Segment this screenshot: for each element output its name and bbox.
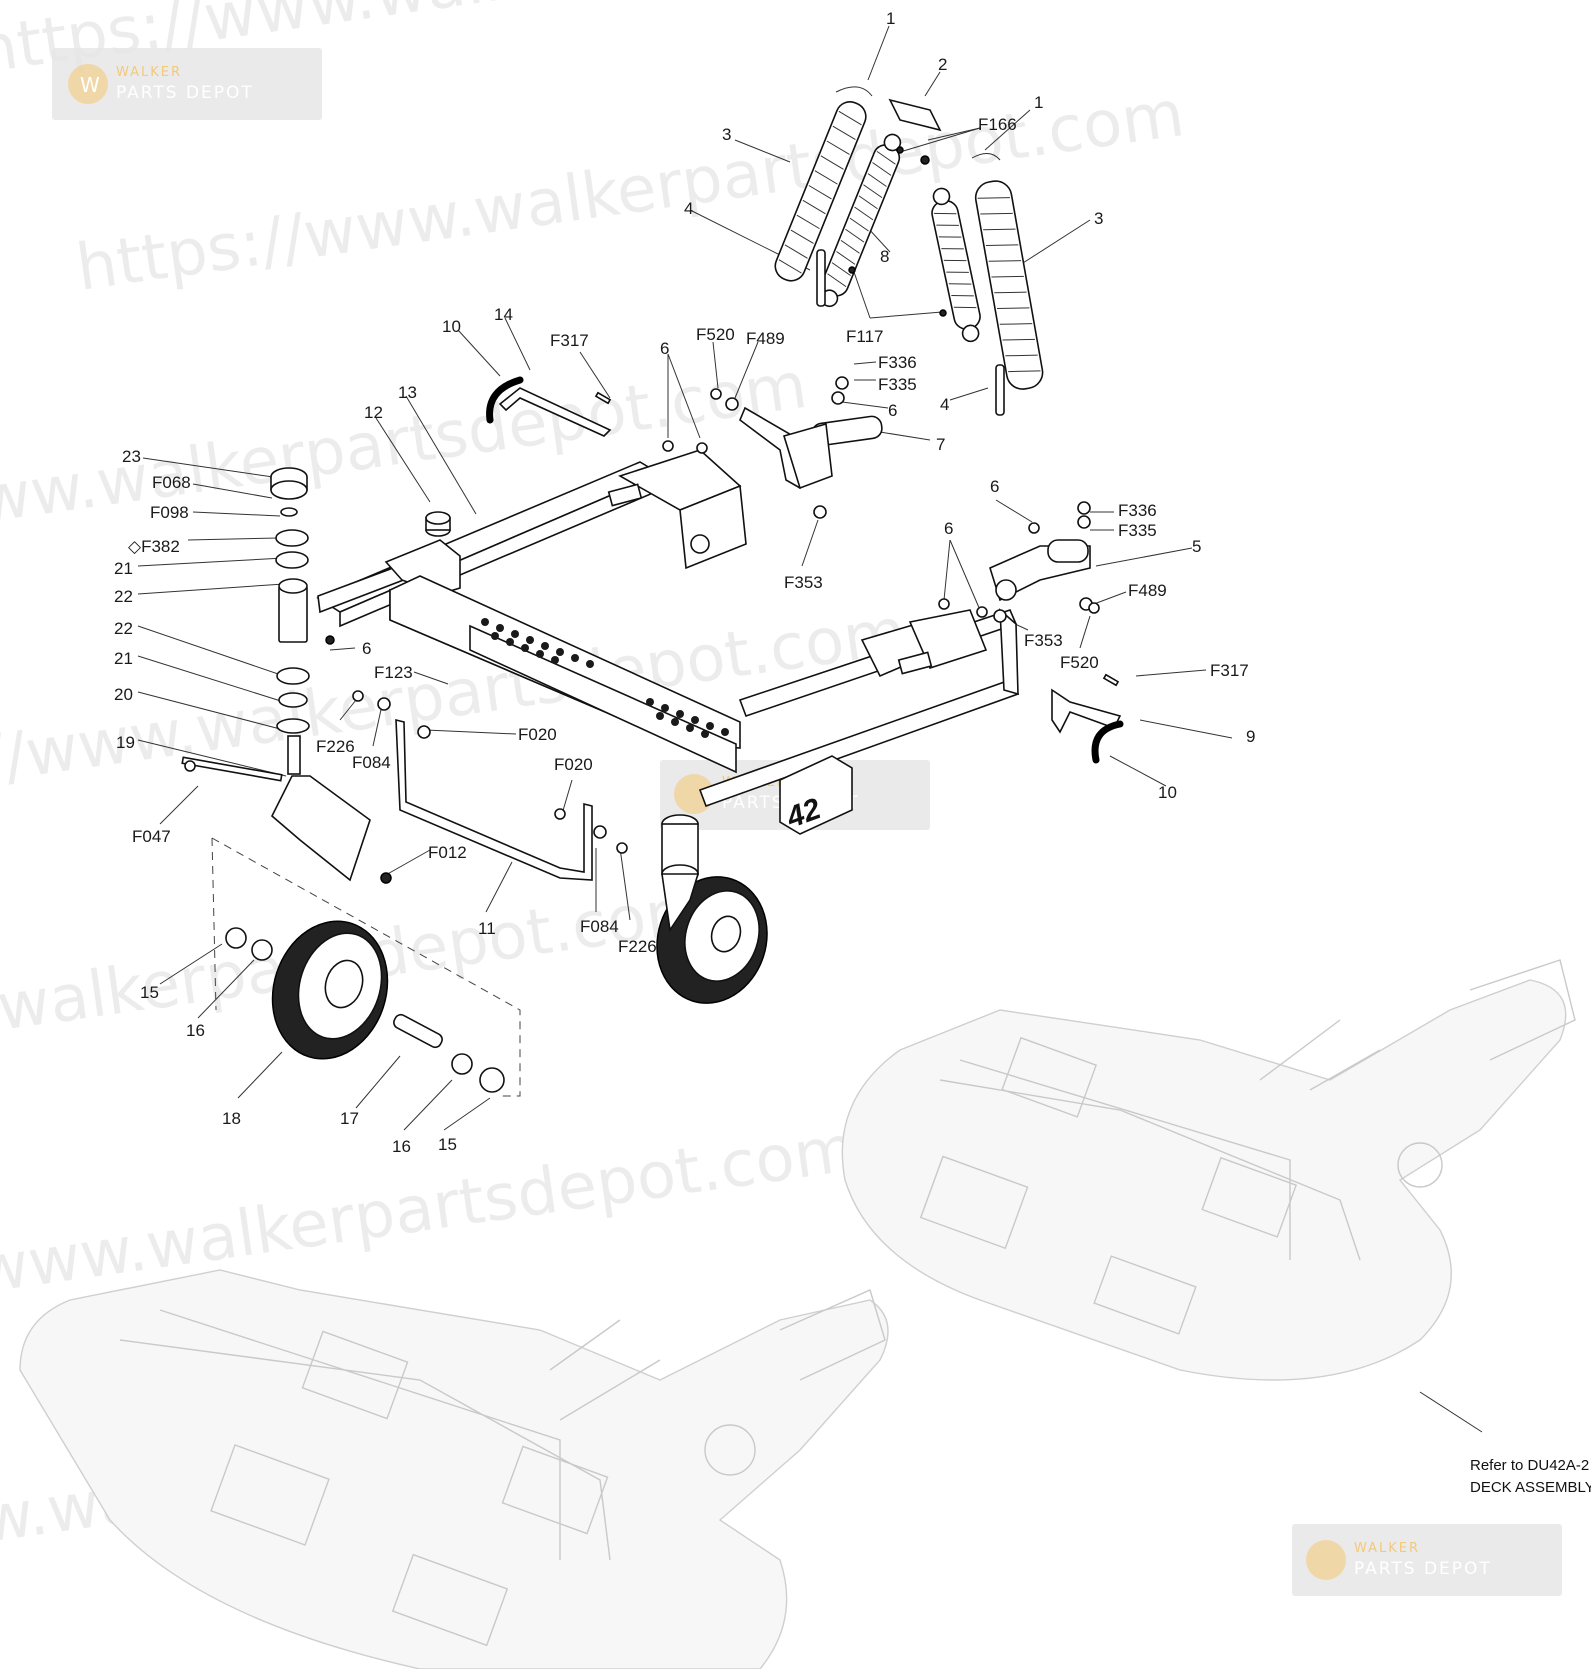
eyebolt-4b <box>995 364 1005 416</box>
pivot-bracket-7 <box>739 376 883 490</box>
callout-label: F084 <box>580 917 619 936</box>
callout-label: 11 <box>478 919 496 938</box>
logo-line2: PARTS DEPOT <box>116 83 254 103</box>
logo-line2: PARTS DEPOT <box>1354 1559 1492 1579</box>
callout-label: F117 <box>846 327 884 346</box>
callout-label: 18 <box>222 1109 241 1128</box>
callout-label: 10 <box>442 317 461 336</box>
callout-label: 6 <box>660 339 669 358</box>
callout-label: F317 <box>550 331 589 350</box>
callout-label: 5 <box>1192 537 1201 556</box>
callout-label: 6 <box>990 477 999 496</box>
callout-label: F353 <box>784 573 823 592</box>
callout-label: 23 <box>122 447 141 466</box>
callout-label: 6 <box>362 639 371 658</box>
eyebolt-4 <box>816 249 826 307</box>
callout-label: 22 <box>114 587 133 606</box>
skid-bar-11 <box>395 718 593 881</box>
callout-label: F489 <box>1128 581 1167 600</box>
callout-label: 2 <box>938 55 947 74</box>
callout-label: ◇F382 <box>128 537 180 556</box>
callout-label: F353 <box>1024 631 1063 650</box>
walker-logo: W WALKER PARTS DEPOT <box>52 48 322 120</box>
spring-3-right <box>974 180 1044 390</box>
callout-label: 22 <box>114 619 133 638</box>
lift-handle-9 <box>1051 673 1124 764</box>
right-caster-assembly <box>656 814 768 1004</box>
callout-label: F489 <box>746 329 785 348</box>
logo-line1: WALKER <box>1354 1541 1420 1556</box>
callout-label: F012 <box>428 843 467 862</box>
reference-note-line2: DECK ASSEMBLY <box>1470 1479 1591 1496</box>
callout-label: F166 <box>978 115 1017 134</box>
callout-label: F336 <box>1118 501 1157 520</box>
callout-label: 4 <box>940 395 949 414</box>
callout-label: 19 <box>116 733 135 752</box>
ghost-deck-left <box>19 1269 889 1669</box>
callout-label: 21 <box>114 559 133 578</box>
callout-label: F317 <box>1210 661 1249 680</box>
reference-note-line1: Refer to DU42A-2 <box>1470 1457 1589 1474</box>
pivot-bracket-5 <box>989 501 1091 602</box>
callout-label: 10 <box>1158 783 1177 802</box>
callout-label: F020 <box>518 725 557 744</box>
front-plate-holes <box>481 618 729 738</box>
callout-label: 14 <box>494 305 513 324</box>
callout-label: F520 <box>696 325 735 344</box>
callout-label: 6 <box>888 401 897 420</box>
callout-label: 16 <box>392 1137 411 1156</box>
callout-label: F020 <box>554 755 593 774</box>
spring-8-right <box>931 187 981 343</box>
callout-label: 8 <box>880 247 889 266</box>
bracket-2 <box>888 98 942 132</box>
callout-label: 12 <box>364 403 383 422</box>
spring-assembly <box>774 86 1044 416</box>
ghost-deck-right <box>841 959 1576 1381</box>
callout-label: F047 <box>132 827 171 846</box>
callout-label: 16 <box>186 1021 205 1040</box>
callout-label: F520 <box>1060 653 1099 672</box>
left-caster-stack <box>181 467 392 884</box>
callout-labels: 1 2 1 F166 3 3 4 8 4 F117 F336 F335 6 7 … <box>114 9 1255 1156</box>
main-frame: 42 <box>316 449 1020 835</box>
callout-label: 3 <box>1094 209 1103 228</box>
alignment-dashes <box>211 837 521 1097</box>
callout-label: 13 <box>398 383 417 402</box>
callout-label: 15 <box>438 1135 457 1154</box>
logo-line1: WALKER <box>116 65 182 80</box>
callout-label: F084 <box>352 753 391 772</box>
callout-label: 9 <box>1246 727 1255 746</box>
hardware-bolts <box>352 388 1100 854</box>
walker-logo: WALKER PARTS DEPOT <box>1292 1524 1562 1596</box>
callout-label: F336 <box>878 353 917 372</box>
left-wheel-assembly <box>225 920 505 1093</box>
callout-label: 20 <box>114 685 133 704</box>
callout-label: F123 <box>374 663 413 682</box>
svg-text:W: W <box>80 73 100 97</box>
callout-label: F226 <box>618 937 657 956</box>
callout-label: 7 <box>936 435 945 454</box>
callout-label: F068 <box>152 473 191 492</box>
callout-label: 1 <box>886 9 895 28</box>
callout-label: F335 <box>878 375 917 394</box>
callout-label: 1 <box>1034 93 1043 112</box>
callout-label: 4 <box>684 199 693 218</box>
callout-label: 3 <box>722 125 731 144</box>
leader-lines <box>137 25 1483 1433</box>
callout-label: F098 <box>150 503 189 522</box>
callout-label: 6 <box>944 519 953 538</box>
callout-label: 21 <box>114 649 133 668</box>
callout-label: F226 <box>316 737 355 756</box>
reference-note: Refer to DU42A-2 DECK ASSEMBLY <box>1470 1457 1591 1496</box>
lift-handle-14 <box>486 376 612 437</box>
callout-label: F335 <box>1118 521 1157 540</box>
spring-3-left <box>774 101 867 282</box>
callout-label: 17 <box>340 1109 359 1128</box>
callout-label: 15 <box>140 983 159 1002</box>
